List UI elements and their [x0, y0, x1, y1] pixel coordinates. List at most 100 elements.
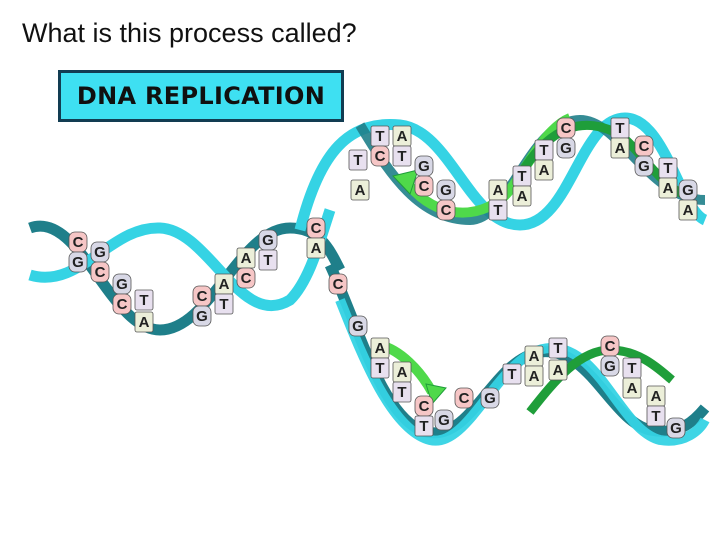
base-letter: G [560, 140, 572, 157]
base-letter: A [241, 250, 252, 267]
base-letter: A [663, 180, 674, 197]
base-t-tile: T [370, 125, 390, 147]
base-tile-shape [414, 415, 434, 437]
base-a-tile: A [214, 273, 234, 295]
base-letter: C [117, 296, 128, 313]
base-a-tile: A [392, 361, 412, 383]
base-t-tile: T [610, 117, 630, 139]
base-t-tile: T [622, 357, 642, 379]
base-letter: A [539, 162, 550, 179]
base-letter: A [553, 362, 564, 379]
base-t-tile: T [348, 149, 368, 171]
base-letter: A [397, 128, 408, 145]
base-a-tile: A [548, 359, 568, 381]
base-letter: T [397, 148, 406, 165]
base-a-tile: A [534, 159, 554, 181]
base-t-tile: T [214, 293, 234, 315]
base-letter: C [561, 120, 572, 137]
base-tile-shape [370, 145, 390, 167]
base-tile-shape [488, 199, 508, 221]
base-c-tile: C [634, 135, 654, 157]
base-tile-shape [548, 337, 568, 359]
base-a-tile: A [678, 199, 698, 221]
base-tile-shape [414, 175, 434, 197]
base-tile-shape [678, 199, 698, 221]
question-heading: What is this process called? [22, 18, 357, 48]
base-tile-shape [306, 237, 326, 259]
base-tile-shape [436, 199, 456, 221]
base-g-tile: G [258, 229, 278, 251]
base-letter: C [419, 178, 430, 195]
base-letter: T [375, 128, 384, 145]
base-letter: T [553, 340, 562, 357]
base-tile-shape [214, 293, 234, 315]
base-g-tile: G [434, 409, 454, 431]
base-a-tile: A [524, 345, 544, 367]
base-c-tile: C [90, 261, 110, 283]
base-letter: T [539, 142, 548, 159]
base-tile-shape [610, 137, 630, 159]
base-g-tile: G [678, 179, 698, 201]
base-t-tile: T [534, 139, 554, 161]
base-letter: G [670, 420, 682, 437]
base-g-tile: G [90, 241, 110, 263]
base-letter: G [638, 158, 650, 175]
base-letter: G [116, 276, 128, 293]
base-t-tile: T [646, 405, 666, 427]
base-tile-shape [392, 145, 412, 167]
base-letter: A [375, 340, 386, 357]
answer-label: DNA REPLICATION [76, 82, 326, 110]
base-t-tile: T [512, 165, 532, 187]
base-tile-shape [434, 409, 454, 431]
base-t-tile: T [658, 157, 678, 179]
base-letter: A [615, 140, 626, 157]
base-g-tile: G [666, 417, 686, 439]
base-g-tile: G [556, 137, 576, 159]
base-tile-shape [502, 363, 522, 385]
base-letter: T [507, 366, 516, 383]
base-c-tile: C [68, 231, 88, 253]
base-a-tile: A [646, 385, 666, 407]
base-letter: A [627, 380, 638, 397]
base-letter: C [241, 270, 252, 287]
base-a-tile: A [488, 179, 508, 201]
base-letter: A [139, 314, 150, 331]
base-letter: G [196, 308, 208, 325]
base-tile-shape [480, 387, 500, 409]
base-a-tile: A [392, 125, 412, 147]
base-letter: T [397, 384, 406, 401]
base-letter: C [441, 202, 452, 219]
base-tile-shape [392, 381, 412, 403]
base-tile-shape [600, 355, 620, 377]
base-t-tile: T [488, 199, 508, 221]
base-letter: G [352, 318, 364, 335]
base-letter: T [615, 120, 624, 137]
base-letter: A [529, 348, 540, 365]
base-tile-shape [454, 387, 474, 409]
base-letter: A [651, 388, 662, 405]
base-c-tile: C [306, 217, 326, 239]
base-g-tile: G [112, 273, 132, 295]
base-c-tile: C [328, 273, 348, 295]
base-tile-shape [634, 155, 654, 177]
base-tile-shape [348, 149, 368, 171]
base-letter: A [529, 368, 540, 385]
base-tile-shape [622, 377, 642, 399]
base-letter: T [517, 168, 526, 185]
base-letter: T [651, 408, 660, 425]
base-letter: T [263, 252, 272, 269]
base-letter: C [73, 234, 84, 251]
base-tile-shape [350, 179, 370, 201]
base-t-tile: T [502, 363, 522, 385]
base-t-tile: T [392, 381, 412, 403]
base-g-tile: G [192, 305, 212, 327]
base-tile-shape [68, 251, 88, 273]
base-tile-shape [348, 315, 368, 337]
base-tile-shape [134, 289, 154, 311]
base-g-tile: G [600, 355, 620, 377]
base-letter: A [517, 188, 528, 205]
base-letter: T [663, 160, 672, 177]
base-letter: T [139, 292, 148, 309]
base-letter: T [219, 296, 228, 313]
